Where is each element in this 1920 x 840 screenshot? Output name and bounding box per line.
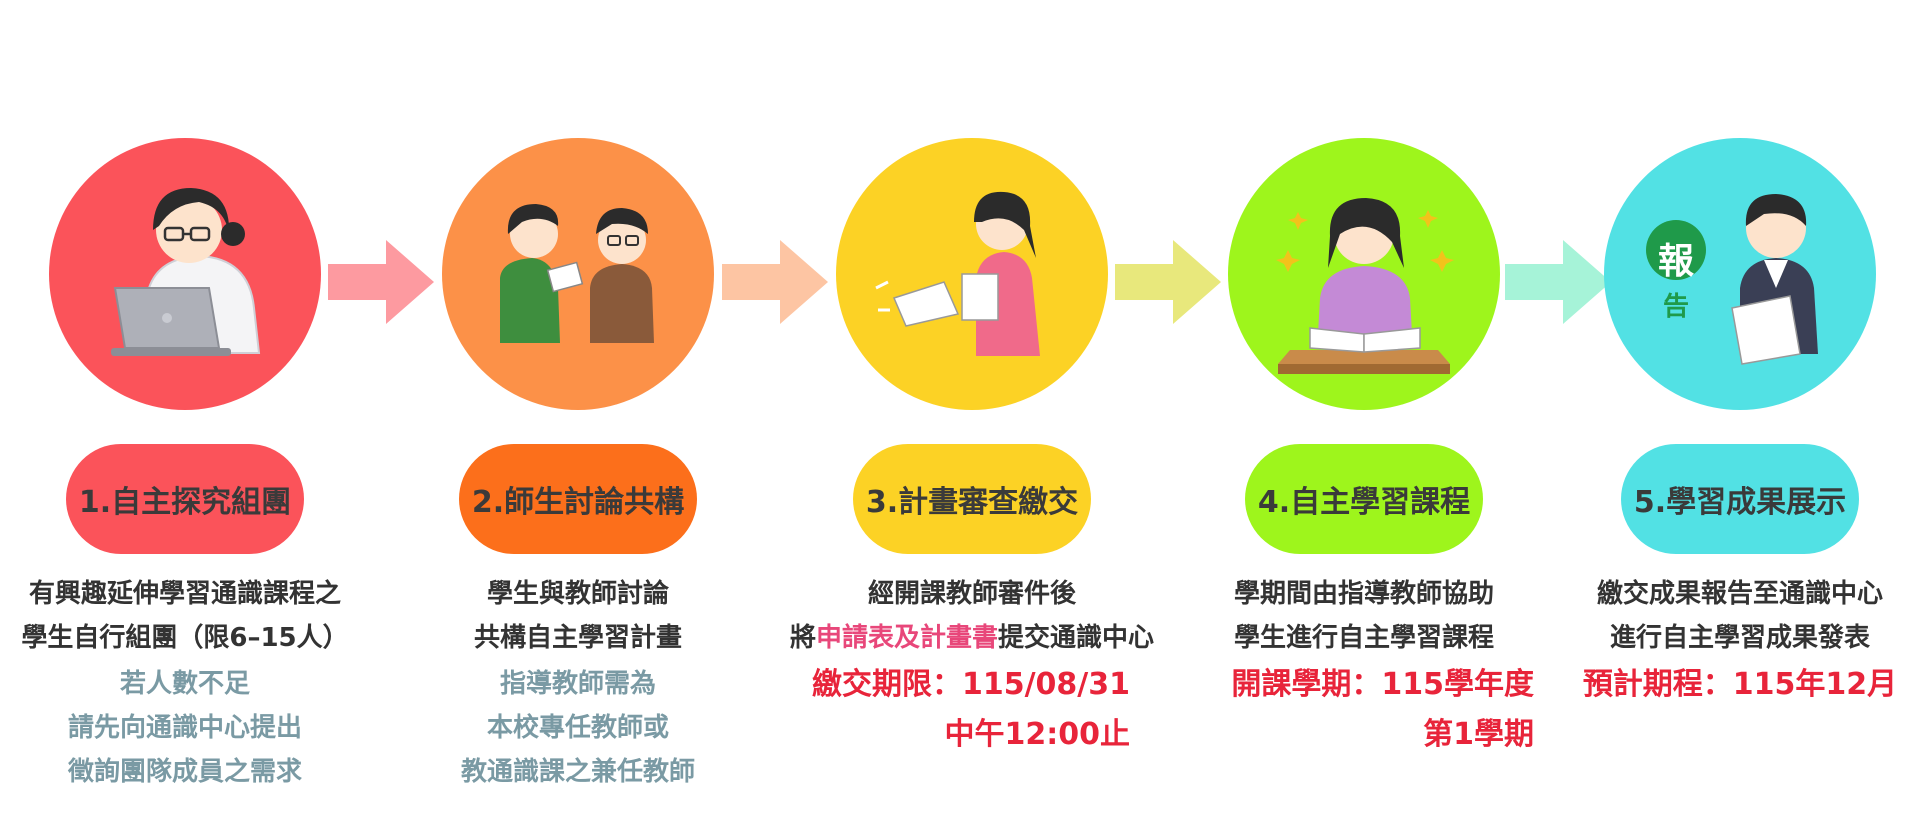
arrow-right-icon-2 [722, 240, 828, 324]
step-1-note-line-2: 請先向通識中心提出 [67, 713, 302, 743]
step-3-title: 3.計畫審查繳交 [865, 485, 1079, 520]
step-5-description: 繳交成果報告至通識中心 進行自主學習成果發表 [1560, 572, 1920, 660]
step-3-desc-suffix: 提交通識中心 [998, 623, 1155, 653]
step-2-note-line-2: 本校專任教師或 [486, 713, 669, 743]
step-3-title-pill: 3.計畫審查繳交 [853, 444, 1091, 554]
step-5-deadline: 預計期程：115年12月 [1560, 660, 1920, 710]
step-2-note-line-1: 指導教師需為 [499, 669, 656, 699]
step-3-deadline: 繳交期限：115/08/31 中午12:00止 [792, 660, 1130, 760]
step-1-title: 1.自主探究組團 [78, 485, 292, 520]
step-5-title: 5.學習成果展示 [1633, 485, 1847, 520]
student-laptop-icon [111, 188, 261, 356]
report-presentation-icon [1646, 194, 1818, 365]
step-4-circle [1228, 138, 1500, 410]
step-4-title-pill: 4.自主學習課程 [1245, 444, 1483, 554]
step-1-title-pill: 1.自主探究組團 [66, 444, 304, 554]
step-2-note-line-3: 教通識課之兼任教師 [460, 757, 695, 787]
step-2-desc-line-2: 共構自主學習計畫 [473, 623, 682, 653]
step-4-description: 學期間由指導教師協助 學生進行自主學習課程 [1184, 572, 1544, 660]
step-2-title-pill: 2.師生討論共構 [459, 444, 697, 554]
step-1-note-line-3: 徵詢團隊成員之需求 [67, 757, 302, 787]
step-1-note-line-1: 若人數不足 [119, 669, 250, 699]
step-5-desc-line-2: 進行自主學習成果發表 [1609, 623, 1870, 653]
submit-documents-icon [875, 191, 1040, 356]
step-3-desc-highlight: 申請表及計畫書 [815, 623, 998, 653]
studying-student-icon [1276, 198, 1454, 374]
step-1-circle [49, 138, 321, 410]
step-2-desc-line-1: 學生與教師討論 [486, 579, 669, 609]
step-2-title: 2.師生討論共構 [471, 485, 685, 520]
step-3-circle [836, 138, 1108, 410]
step-4: 4.自主學習課程 學期間由指導教師協助 學生進行自主學習課程 開課學期：115學… [1184, 0, 1544, 840]
step-1-description: 有興趣延伸學習通識課程之 學生自行組團（限6–15人） [5, 572, 365, 660]
arrow-right-icon-1 [328, 240, 434, 324]
step-3-desc-line-2: 將申請表及計畫書提交通識中心 [732, 616, 1212, 660]
step-5-title-pill: 5.學習成果展示 [1621, 444, 1859, 554]
step-1-note: 若人數不足 請先向通識中心提出 徵詢團隊成員之需求 [5, 662, 365, 794]
step-1-desc-line-2: 學生自行組團（限6–15人） [21, 623, 349, 653]
step-4-desc-line-1: 學期間由指導教師協助 [1233, 579, 1494, 609]
step-1-desc-line-1: 有興趣延伸學習通識課程之 [28, 579, 341, 609]
step-5-circle: 報 告 [1604, 138, 1876, 410]
step-5: 報 告 5.學習成果展示 繳交成果報告至通識中心 進行自主學習成果發表 預計期程… [1560, 0, 1920, 840]
step-4-deadline-line-1: 開課學期：115學年度 [1231, 667, 1534, 702]
step-3-description: 經開課教師審件後 將申請表及計畫書提交通識中心 [732, 572, 1212, 660]
report-badge-char-1: 報 [1657, 241, 1694, 282]
step-3-deadline-line-1: 繳交期限：115/08/31 [811, 667, 1130, 702]
step-5-deadline-line-1: 預計期程：115年12月 [1582, 667, 1898, 702]
step-3-desc-line-1: 經開課教師審件後 [867, 579, 1076, 609]
step-2-description: 學生與教師討論 共構自主學習計畫 [398, 572, 758, 660]
step-3: 3.計畫審查繳交 經開課教師審件後 將申請表及計畫書提交通識中心 繳交期限：11… [790, 0, 1154, 840]
arrow-right-icon-4 [1505, 240, 1611, 324]
step-4-desc-line-2: 學生進行自主學習課程 [1233, 623, 1494, 653]
step-4-title: 4.自主學習課程 [1257, 485, 1471, 520]
step-3-deadline-line-2: 中午12:00止 [944, 717, 1131, 752]
step-5-desc-line-1: 繳交成果報告至通識中心 [1596, 579, 1883, 609]
step-4-deadline: 開課學期：115學年度 第1學期 [1184, 660, 1534, 760]
step-4-deadline-line-2: 第1學期 [1423, 717, 1534, 752]
teacher-student-discussion-icon [500, 204, 654, 343]
report-badge-char-2: 告 [1662, 292, 1689, 322]
step-2-circle [442, 138, 714, 410]
step-1: 1.自主探究組團 有興趣延伸學習通識課程之 學生自行組團（限6–15人） 若人數… [5, 0, 365, 840]
step-2-note: 指導教師需為 本校專任教師或 教通識課之兼任教師 [398, 662, 758, 794]
step-3-desc-prefix: 將 [789, 623, 816, 653]
arrow-right-icon-3 [1115, 240, 1221, 324]
step-2: 2.師生討論共構 學生與教師討論 共構自主學習計畫 指導教師需為 本校專任教師或… [398, 0, 758, 840]
